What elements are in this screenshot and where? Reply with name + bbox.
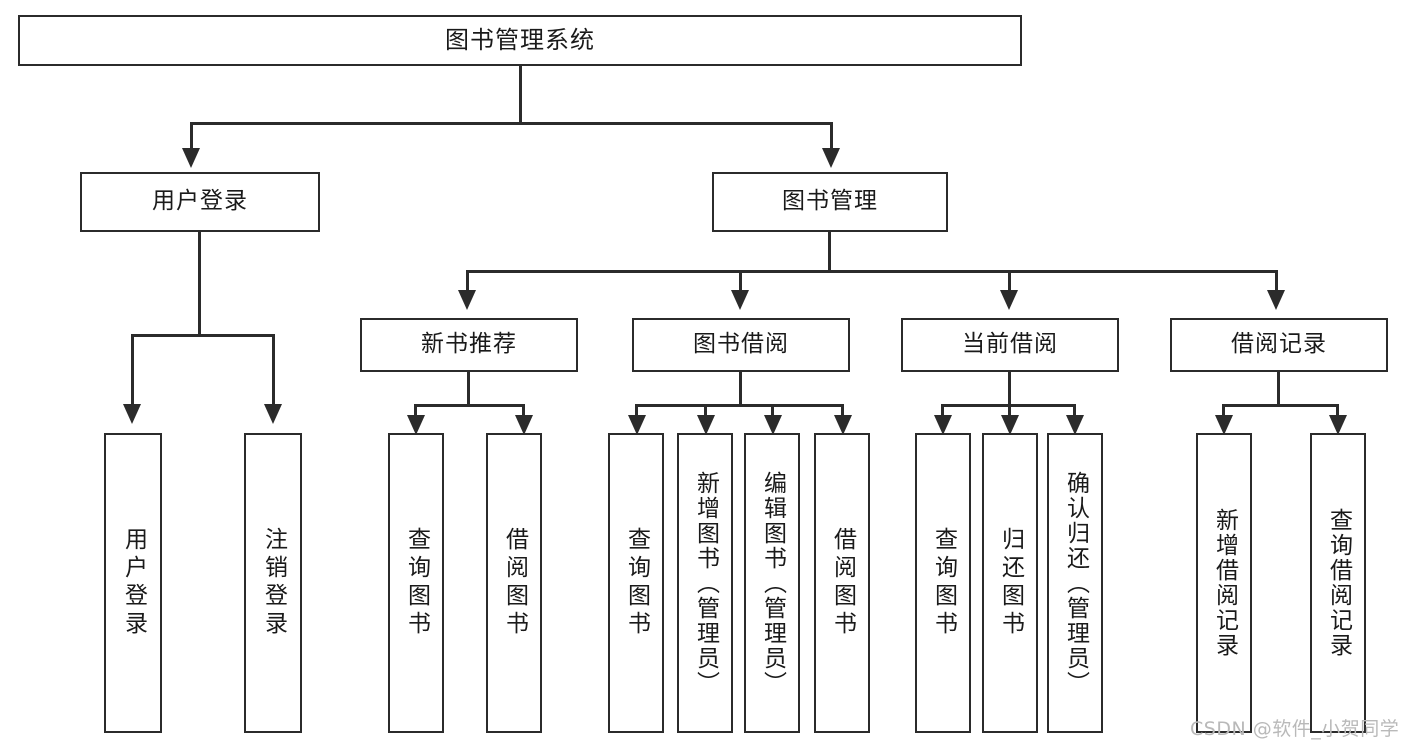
connector-drop-current-borrow — [1008, 270, 1011, 292]
node-book-management[interactable]: 图书管理 — [712, 172, 948, 232]
arrow-user-login — [182, 148, 200, 168]
leaf-bb-borrow-book[interactable]: 借阅图书 — [814, 433, 870, 733]
connector-drop-nb-borrow — [522, 404, 525, 418]
connector-drop-user-login — [190, 122, 193, 150]
arrow-nb-borrow — [515, 415, 533, 435]
leaf-nb-query-book[interactable]: 查询图书 — [388, 433, 444, 733]
connector-book-manage-bus — [466, 270, 1278, 273]
connector-drop-bb-borrow — [841, 404, 844, 418]
arrow-bb-query — [628, 415, 646, 435]
arrow-book-manage — [822, 148, 840, 168]
leaf-bb-query-book[interactable]: 查询图书 — [608, 433, 664, 733]
leaf-cb-confirm-return[interactable]: 确认归还（管理员） — [1047, 433, 1103, 733]
arrow-leaf-user-login — [123, 404, 141, 424]
connector-drop-leaf-logout — [272, 334, 275, 406]
connector-drop-br-add — [1222, 404, 1225, 418]
node-book-borrow[interactable]: 图书借阅 — [632, 318, 850, 372]
leaf-bb-edit-book[interactable]: 编辑图书（管理员） — [744, 433, 800, 733]
connector-drop-cb-return — [1008, 404, 1011, 418]
leaf-logout[interactable]: 注销登录 — [244, 433, 302, 733]
connector-drop-br-query — [1336, 404, 1339, 418]
arrow-bb-add — [697, 415, 715, 435]
arrow-new-book — [458, 290, 476, 310]
arrow-cb-return — [1001, 415, 1019, 435]
connector-book-borrow-stem — [739, 372, 742, 406]
arrow-bb-borrow — [834, 415, 852, 435]
connector-user-login-stem — [198, 232, 201, 336]
arrow-br-query — [1329, 415, 1347, 435]
leaf-bb-add-book[interactable]: 新增图书（管理员） — [677, 433, 733, 733]
node-current-borrow[interactable]: 当前借阅 — [901, 318, 1119, 372]
connector-drop-leaf-user-login — [131, 334, 134, 406]
arrow-br-add — [1215, 415, 1233, 435]
connector-current-borrow-stem — [1008, 372, 1011, 406]
arrow-cb-confirm — [1066, 415, 1084, 435]
arrow-cb-query — [934, 415, 952, 435]
leaf-cb-query-book[interactable]: 查询图书 — [915, 433, 971, 733]
node-borrow-record[interactable]: 借阅记录 — [1170, 318, 1388, 372]
leaf-br-add-record[interactable]: 新增借阅记录 — [1196, 433, 1252, 733]
connector-book-manage-stem — [828, 232, 831, 272]
node-root-system[interactable]: 图书管理系统 — [18, 15, 1022, 66]
node-new-book-recommend[interactable]: 新书推荐 — [360, 318, 578, 372]
connector-drop-cb-query — [941, 404, 944, 418]
leaf-br-query-record[interactable]: 查询借阅记录 — [1310, 433, 1366, 733]
connector-drop-book-manage — [830, 122, 833, 150]
leaf-cb-return-book[interactable]: 归还图书 — [982, 433, 1038, 733]
arrow-nb-query — [407, 415, 425, 435]
connector-book-borrow-bus — [635, 404, 844, 407]
connector-drop-bb-query — [635, 404, 638, 418]
arrow-leaf-logout — [264, 404, 282, 424]
connector-borrow-record-bus — [1222, 404, 1339, 407]
connector-new-book-stem — [467, 372, 470, 406]
leaf-user-login[interactable]: 用户登录 — [104, 433, 162, 733]
connector-user-login-bus — [131, 334, 275, 337]
leaf-nb-borrow-book[interactable]: 借阅图书 — [486, 433, 542, 733]
connector-drop-nb-query — [414, 404, 417, 418]
arrow-borrow-record — [1267, 290, 1285, 310]
connector-drop-bb-add — [704, 404, 707, 418]
arrow-bb-edit — [764, 415, 782, 435]
connector-drop-book-borrow — [739, 270, 742, 292]
connector-borrow-record-stem — [1277, 372, 1280, 406]
connector-root-bus — [190, 122, 833, 125]
node-user-login[interactable]: 用户登录 — [80, 172, 320, 232]
connector-new-book-bus — [414, 404, 525, 407]
connector-drop-bb-edit — [771, 404, 774, 418]
arrow-current-borrow — [1000, 290, 1018, 310]
connector-drop-cb-confirm — [1073, 404, 1076, 418]
connector-root-stem — [519, 66, 522, 124]
connector-drop-borrow-record — [1275, 270, 1278, 292]
connector-drop-new-book — [466, 270, 469, 292]
watermark-text: CSDN @软件_小贺同学 — [1190, 718, 1400, 740]
arrow-book-borrow — [731, 290, 749, 310]
